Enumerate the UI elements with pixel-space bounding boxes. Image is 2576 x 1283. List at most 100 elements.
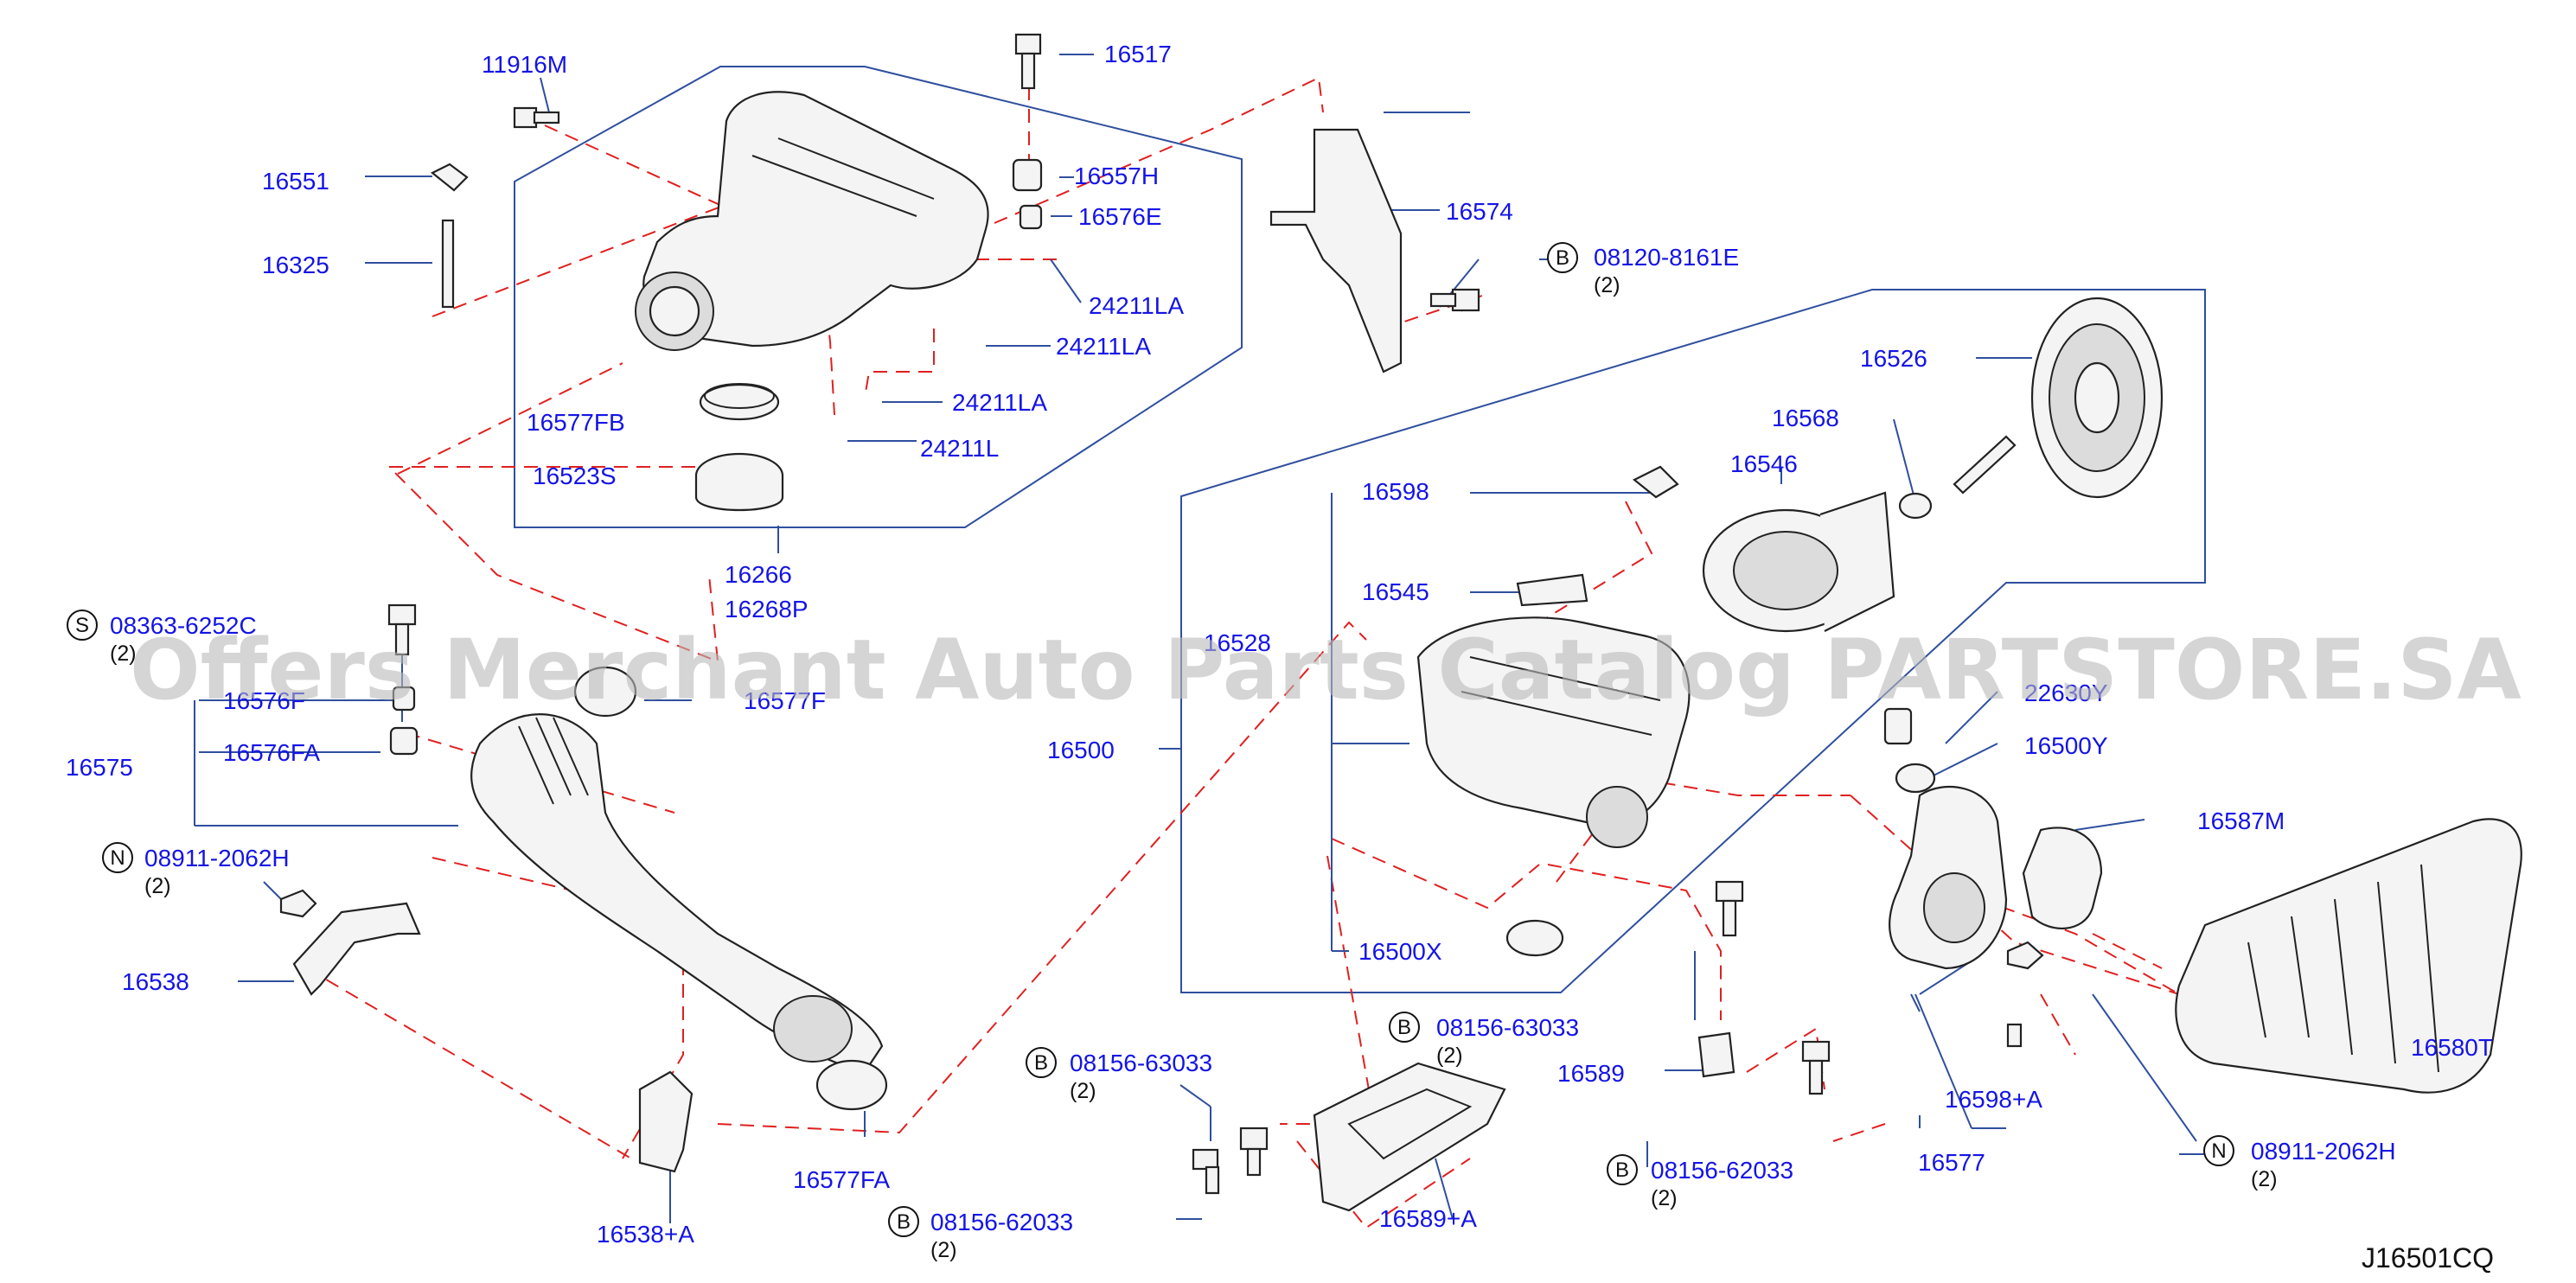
prefix-letter-s-08363: S: [75, 614, 89, 637]
bracket-16574: [1269, 128, 1403, 373]
label-08156-63033-left[interactable]: 08156-63033: [1070, 1050, 1212, 1076]
seal-16523S: [694, 452, 784, 512]
label-16587M[interactable]: 16587M: [2197, 807, 2285, 834]
nut-08911-2062H-right: [2006, 941, 2044, 970]
bolt-08156-63033-right: [1715, 880, 1744, 937]
label-24211LA-3[interactable]: 24211LA: [952, 389, 1047, 416]
label-16574[interactable]: 16574: [1446, 198, 1513, 225]
label-16576E[interactable]: 16576E: [1078, 203, 1162, 230]
label-08156-62033-right[interactable]: 08156-62033: [1651, 1157, 1793, 1184]
label-16268P[interactable]: 16268P: [725, 596, 809, 622]
air-filter-element-16546: [1702, 491, 1895, 633]
label-16546[interactable]: 16546: [1730, 450, 1798, 477]
prefix-letter-b-08156-63033-right: B: [1397, 1016, 1411, 1039]
label-11916M[interactable]: 11916M: [482, 51, 567, 78]
label-24211L[interactable]: 24211L: [920, 435, 999, 462]
label-16500[interactable]: 16500: [1047, 737, 1115, 763]
label-16589[interactable]: 16589: [1557, 1060, 1625, 1087]
prefix-letter-n-08911-left: N: [110, 846, 125, 870]
watermark-text: Offers Merchant Auto Parts Catalog PARTS…: [130, 622, 2522, 718]
washer-16568: [1898, 492, 1933, 520]
sensor-22630Y: [1883, 707, 1913, 745]
qty-08911-2062H-left: (2): [144, 874, 171, 898]
label-16500Y[interactable]: 16500Y: [2024, 732, 2108, 759]
wing-nut-16551: [430, 163, 469, 192]
prefix-letter-b-08156-62033-left: B: [897, 1210, 911, 1234]
label-16598A[interactable]: 16598+A: [1945, 1086, 2042, 1113]
label-22630Y[interactable]: 22630Y: [2024, 680, 2108, 706]
qty-08156-62033-left: (2): [930, 1238, 957, 1262]
qty-08156-62033-right: (2): [1651, 1186, 1678, 1210]
label-08911-2062H-right[interactable]: 08911-2062H: [2251, 1138, 2396, 1165]
label-16545[interactable]: 16545: [1362, 578, 1429, 605]
bolt-08363-6252C: [387, 603, 417, 656]
label-16551[interactable]: 16551: [262, 168, 329, 195]
label-16545: [1516, 573, 1588, 607]
diagram-reference: J16501CQ: [2362, 1242, 2494, 1273]
label-08156-63033-right[interactable]: 08156-63033: [1436, 1014, 1579, 1041]
label-16538[interactable]: 16538: [122, 968, 189, 995]
air-cleaner-upper-housing: [635, 91, 989, 351]
grommet-16576FA: [389, 726, 419, 756]
intake-duct-16575: [470, 713, 884, 1074]
label-16266[interactable]: 16266: [725, 561, 792, 588]
label-16577[interactable]: 16577: [1918, 1149, 1985, 1176]
label-16577FA[interactable]: 16577FA: [793, 1166, 890, 1193]
prefix-circles: B S N B B B B N: [67, 242, 2234, 1237]
resonator-16580T: [2175, 818, 2522, 1094]
label-16576FA[interactable]: 16576FA: [223, 739, 320, 766]
part-labels: 11916M 16517 16551 16325 16557H 16576E 2…: [66, 41, 2493, 1262]
label-08156-62033-left[interactable]: 08156-62033: [930, 1209, 1073, 1235]
bracket-16589A: [1313, 1062, 1506, 1212]
prefix-letter-n-08911-right: N: [2211, 1139, 2226, 1163]
label-16568[interactable]: 16568: [1772, 405, 1839, 431]
cover-16526: [2030, 297, 2164, 499]
hose-16587M: [2022, 827, 2103, 929]
label-16577FB[interactable]: 16577FB: [527, 409, 625, 436]
wing-bolt-16526-tie: [1953, 435, 2017, 495]
qty-08911-2062H-right: (2): [2251, 1167, 2278, 1191]
label-08120-8161E[interactable]: 08120-8161E: [1594, 244, 1739, 271]
label-16538A[interactable]: 16538+A: [597, 1221, 694, 1248]
label-24211LA-1[interactable]: 24211LA: [1089, 292, 1184, 319]
label-16500X[interactable]: 16500X: [1358, 938, 1442, 965]
prefix-letter-b-08156-62033-right: B: [1615, 1159, 1629, 1182]
label-24211LA-2[interactable]: 24211LA: [1056, 333, 1151, 360]
label-08363-6252C[interactable]: 08363-6252C: [110, 612, 257, 639]
label-16528[interactable]: 16528: [1204, 629, 1271, 656]
bolt-16517: [1014, 33, 1042, 90]
qty-08363-6252C: (2): [110, 642, 137, 666]
qty-08156-63033-right: (2): [1436, 1044, 1463, 1068]
clamp-16577FA: [815, 1059, 888, 1111]
grommet-16557H: [1012, 158, 1043, 192]
label-16523S[interactable]: 16523S: [533, 463, 617, 489]
label-16325[interactable]: 16325: [262, 252, 329, 278]
hose-clamp-16577FB: [699, 383, 780, 421]
label-08911-2062H-left[interactable]: 08911-2062H: [144, 845, 290, 871]
sensor-16598A: [2006, 1023, 2023, 1048]
label-16557H[interactable]: 16557H: [1074, 163, 1159, 189]
label-16576F[interactable]: 16576F: [223, 687, 305, 714]
clip-16576F: [392, 686, 416, 712]
nut-08911-2062H-left: [279, 889, 317, 918]
stud-16325: [441, 219, 455, 309]
label-16575[interactable]: 16575: [66, 754, 133, 781]
label-16577F[interactable]: 16577F: [744, 687, 826, 714]
prefix-letter-b-08156-63033-left: B: [1034, 1051, 1048, 1075]
bracket-16538A: [638, 1070, 694, 1173]
prefix-letter-b-08120: B: [1556, 246, 1569, 270]
bolt-08120-8161E: [1429, 288, 1480, 312]
bracket-16589: [1697, 1031, 1735, 1078]
label-16580T[interactable]: 16580T: [2411, 1034, 2493, 1061]
qty-08156-63033-left: (2): [1070, 1079, 1096, 1103]
clamp-16577F: [573, 666, 637, 718]
bolt-08156-62033-left: [1192, 1148, 1220, 1195]
label-16517[interactable]: 16517: [1104, 41, 1172, 67]
label-16598[interactable]: 16598: [1362, 478, 1429, 505]
group-outline-16266: [514, 66, 1243, 528]
clip-16576E: [1019, 204, 1043, 230]
bolt-11916M: [513, 106, 560, 129]
label-16589A[interactable]: 16589+A: [1379, 1205, 1477, 1232]
label-16526[interactable]: 16526: [1860, 345, 1927, 372]
